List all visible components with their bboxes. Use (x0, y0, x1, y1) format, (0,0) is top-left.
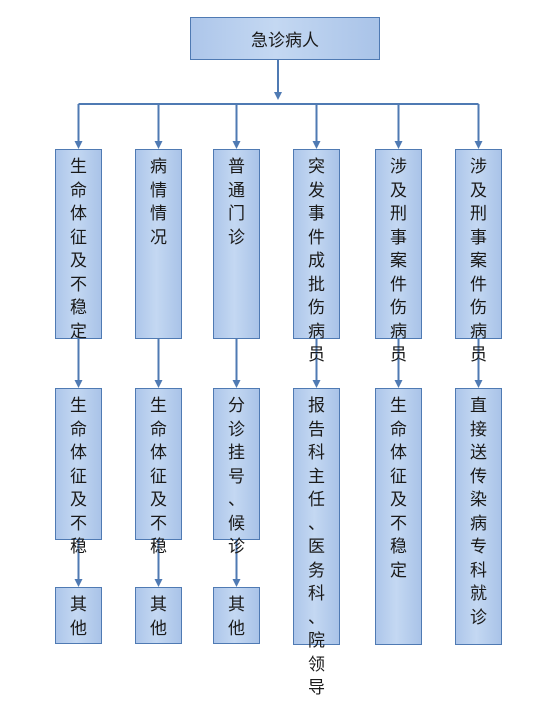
result-node: 其他 (213, 587, 260, 644)
action-node-label: 生命体征及不稳 (150, 396, 167, 557)
action-node-label: 生命体征及不稳定 (390, 396, 407, 581)
category-node: 病情情况 (135, 149, 182, 339)
category-node-label: 生命体征及不稳定 (70, 157, 87, 342)
category-node-label: 涉及刑事案件伤病员 (390, 157, 407, 365)
action-node: 分诊挂号、候诊 (213, 388, 260, 557)
category-node: 生命体征及不稳定 (55, 149, 102, 342)
category-node-label: 涉及刑事案件伤病员 (470, 157, 487, 365)
result-node-label: 其他 (70, 595, 87, 639)
category-node: 普通门诊 (213, 149, 260, 339)
result-node: 其他 (55, 587, 102, 644)
action-node-label: 分诊挂号、候诊 (228, 396, 245, 557)
result-node-label: 其他 (228, 595, 245, 639)
category-node: 突发事件成批伤病员 (293, 149, 340, 365)
category-node-label: 突发事件成批伤病员 (308, 157, 325, 365)
category-node: 涉及刑事案件伤病员 (375, 149, 422, 365)
action-node-label: 生命体征及不稳 (70, 396, 87, 557)
action-node-label: 直接送传染病专科就诊 (470, 396, 487, 628)
action-node: 生命体征及不稳 (55, 388, 102, 557)
category-node: 涉及刑事案件伤病员 (455, 149, 502, 365)
action-node: 直接送传染病专科就诊 (455, 388, 502, 645)
action-node: 生命体征及不稳 (135, 388, 182, 557)
action-node: 生命体征及不稳定 (375, 388, 422, 645)
category-node-label: 普通门诊 (228, 157, 245, 248)
action-node-label: 报告科主任、医务科、院领导 (308, 396, 325, 698)
result-node: 其他 (135, 587, 182, 644)
root-node: 急诊病人 (190, 17, 380, 60)
result-node-label: 其他 (150, 595, 167, 639)
category-node-label: 病情情况 (150, 157, 167, 248)
action-node: 报告科主任、医务科、院领导 (293, 388, 340, 698)
root-label: 急诊病人 (251, 31, 319, 51)
connector-layer (74, 60, 483, 587)
